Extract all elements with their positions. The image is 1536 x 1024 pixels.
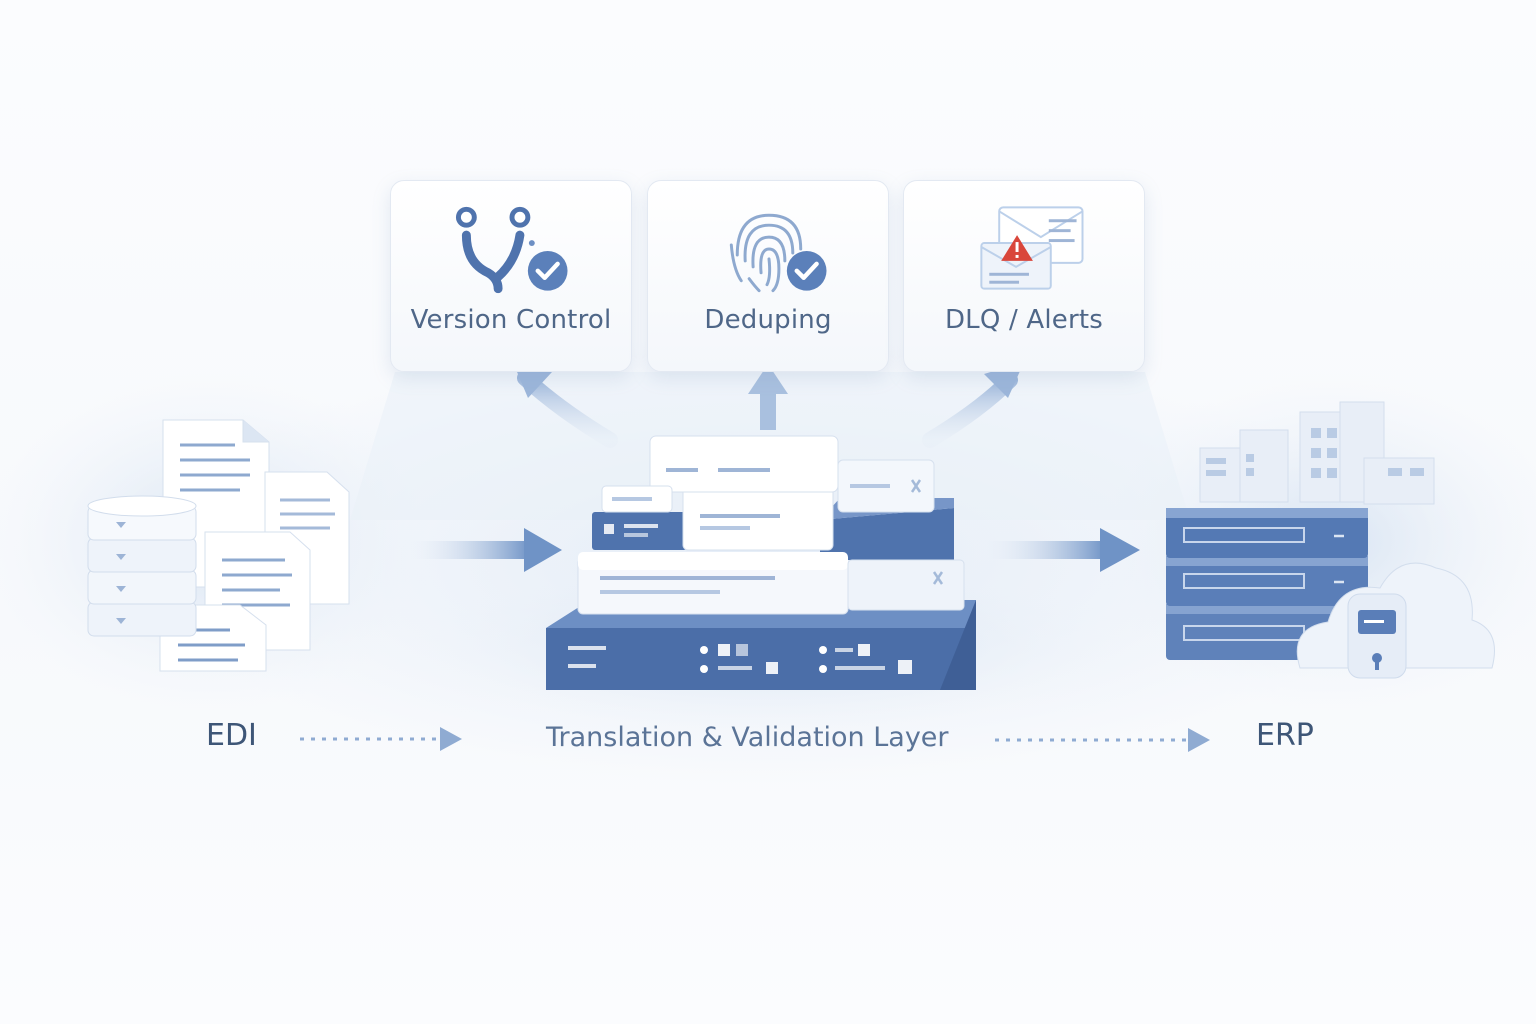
server-stack-icon <box>546 435 976 690</box>
arrow-edi-stack-head <box>524 528 562 572</box>
feature-label: DLQ / Alerts <box>944 305 1104 335</box>
feature-label: Version Control <box>410 305 612 335</box>
erp-label: ERP <box>1256 718 1314 753</box>
feature-card-deduping: Deduping <box>647 180 889 372</box>
cloud-lock-icon <box>1296 562 1495 679</box>
arrow-up-center <box>760 392 776 430</box>
dotted-arrow-left-head <box>440 727 462 751</box>
feature-card-version-control: Version Control <box>390 180 632 372</box>
dotted-arrow-right-head <box>1188 728 1210 752</box>
fingerprint-check-icon <box>729 213 827 293</box>
translation-layer-label: Translation & Validation Layer <box>546 722 949 753</box>
arrow-up-center-head <box>748 364 788 394</box>
arrow-edi-stack-shaft <box>410 541 530 559</box>
arrow-stack-erp-shaft <box>985 541 1105 559</box>
document-stack-icon <box>159 419 350 672</box>
feature-label: Deduping <box>704 305 832 335</box>
erp-server-icon <box>1166 508 1368 660</box>
mail-alert-icon <box>980 206 1084 290</box>
edi-label: EDI <box>206 718 257 753</box>
database-icon <box>87 495 197 637</box>
arrow-stack-erp-head <box>1100 528 1140 572</box>
branch-check-icon <box>455 206 568 294</box>
feature-card-dlq-alerts: DLQ / Alerts <box>903 180 1145 372</box>
